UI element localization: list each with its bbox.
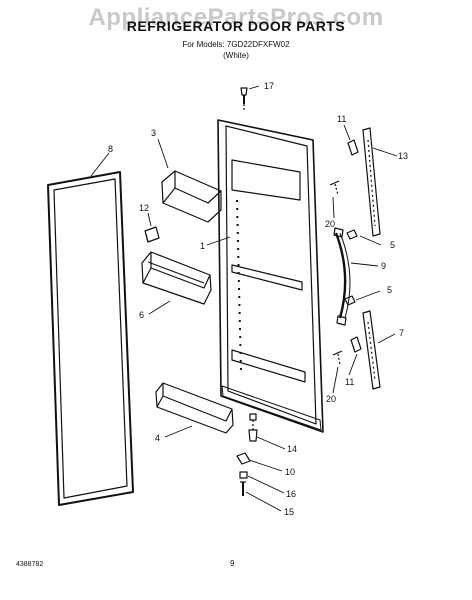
hole-plug-lower xyxy=(350,336,362,353)
hinge-pin xyxy=(248,413,258,442)
callout-6: 6 xyxy=(139,310,144,320)
door-gasket xyxy=(47,171,134,506)
callout-5-bottom: 5 xyxy=(387,285,392,295)
screw-20-upper xyxy=(329,180,340,196)
callout-11-top: 11 xyxy=(337,114,346,124)
callout-8: 8 xyxy=(108,144,113,154)
callout-15: 15 xyxy=(284,507,294,517)
callout-labels: 17 11 3 8 13 12 20 5 1 9 5 6 7 11 20 4 1… xyxy=(108,81,408,517)
callout-4: 4 xyxy=(155,433,160,443)
spacer-5-lower xyxy=(344,295,356,306)
callout-3: 3 xyxy=(151,128,156,138)
callout-7: 7 xyxy=(399,328,404,338)
callout-9: 9 xyxy=(381,261,386,271)
callout-14: 14 xyxy=(287,444,297,454)
leader-lines xyxy=(90,85,398,512)
callout-20-bottom: 20 xyxy=(326,394,336,404)
large-door-bin xyxy=(141,251,212,305)
screw-20-lower xyxy=(332,350,343,366)
top-screw xyxy=(240,87,248,112)
callout-12: 12 xyxy=(139,203,149,213)
hinge-washer xyxy=(239,471,248,479)
callout-20-top: 20 xyxy=(325,219,335,229)
hinge-bracket xyxy=(236,452,251,465)
bottom-screw xyxy=(240,481,246,496)
retainer-clip xyxy=(144,226,160,243)
trim-strip-lower xyxy=(362,310,381,390)
callout-10: 10 xyxy=(285,467,295,477)
watermark: AppliancePartsPros.com xyxy=(88,4,384,31)
page-number: 9 xyxy=(230,559,235,568)
document-number: 4388782 xyxy=(16,561,44,568)
callout-5-top: 5 xyxy=(390,240,395,250)
callout-16: 16 xyxy=(286,489,296,499)
color-line: (White) xyxy=(223,51,249,60)
trim-strip-upper xyxy=(362,127,381,237)
small-door-bin xyxy=(161,170,222,223)
door-handle xyxy=(333,227,351,326)
callout-13: 13 xyxy=(398,151,408,161)
door-liner xyxy=(217,119,324,433)
models-line: For Models: 7GD22DFXFW02 xyxy=(182,40,290,49)
callout-17: 17 xyxy=(264,81,274,91)
spacer-5-upper xyxy=(346,229,358,240)
lower-door-shelf xyxy=(155,382,234,434)
page-title: REFRIGERATOR DOOR PARTS xyxy=(126,18,346,34)
hole-plug-upper xyxy=(347,139,359,156)
callout-1: 1 xyxy=(200,241,205,251)
callout-11-bottom: 11 xyxy=(345,377,354,387)
